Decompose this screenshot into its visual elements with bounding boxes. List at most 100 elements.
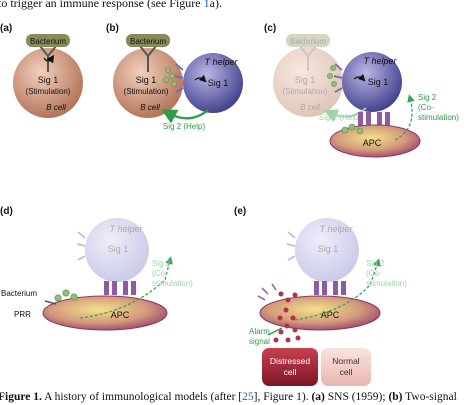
panel-d: (d) T helper Sig 1 APC Sig 2 (Co- stimul… [0, 206, 193, 331]
normal-cell-e [321, 348, 371, 386]
stimulation-label-b: (Stimulation) [124, 87, 169, 96]
t-receptors-c [333, 63, 343, 93]
receptor-pairs-d [104, 281, 136, 295]
costim-arrow-c [394, 94, 415, 141]
b-cell-receptor-b [139, 45, 157, 72]
caption-a-label: (a) [311, 391, 325, 403]
t-receptors-b [174, 63, 184, 93]
thelper-label-c: T helper [363, 56, 397, 66]
apc-e [259, 295, 381, 331]
bacterium-label-c: Bacterium [290, 37, 326, 46]
t-receptors-d [76, 231, 86, 261]
sig2-label-b: Sig 2 (Help) [163, 122, 206, 131]
bacterium-label-b: Bacterium [130, 37, 166, 46]
figure-link[interactable]: 1 [203, 0, 210, 10]
panel-a: (a) Bacterium Sig 1 (Stimulation) B cell [0, 23, 83, 118]
apc-label-c: APC [363, 138, 382, 148]
co-label-e: (Co- [366, 269, 382, 278]
sig2-label-e: Sig 2 [366, 259, 385, 268]
distressed-label-2-e: cell [284, 367, 297, 377]
sig1-label-b-bcell: Sig 1 [136, 75, 157, 85]
apc-c [329, 124, 421, 158]
thelper-label-e: T helper [319, 224, 353, 234]
sig1-arrow-b [194, 74, 207, 83]
caption-label: Figure 1. [0, 391, 42, 403]
caption-middle: ], Figure 1). [253, 391, 312, 403]
prr-label-d: PRR [14, 310, 31, 319]
bacterium-label-d: Bacterium [1, 289, 37, 298]
header-text-line: to trigger an immune response (see Figur… [0, 0, 474, 10]
caption-b-text: Two-signal [402, 391, 457, 403]
stim-label-c: stimulation) [418, 113, 459, 122]
peptide-dots-c [327, 65, 337, 87]
prr-bacteria-d [54, 289, 78, 302]
b-cell-a [13, 48, 83, 118]
sig1-label-e: Sig 1 [318, 244, 339, 254]
distressed-cell-e [262, 348, 318, 386]
sig1-label-c-bcell: Sig 1 [295, 75, 316, 85]
t-helper-e [295, 218, 359, 282]
t-helper-d [85, 218, 149, 282]
caption-a-text: SNS (1959); [324, 391, 389, 403]
thelper-label-b: T helper [204, 57, 238, 67]
panel-c: (c) Bacterium Sig 1 (Stimulation) B cell… [264, 23, 459, 158]
co-label-c: (Co- [418, 103, 434, 112]
sig1-label-b-thelper: Sig 1 [208, 78, 229, 88]
t-helper-b [183, 53, 243, 113]
panel-d-label: (d) [0, 206, 13, 217]
sig1-arrow-c [353, 73, 366, 82]
alarm-signal-molecules-e [273, 291, 301, 343]
caption-ref-link[interactable]: 25 [242, 391, 254, 403]
figure-caption: Figure 1. A history of immunological mod… [0, 391, 474, 405]
bcell-label-b: B cell [140, 103, 160, 112]
sig2-label-c: Sig 2 [418, 93, 437, 102]
sig1-label-a: Sig 1 [38, 75, 59, 85]
sig2-label-d: Sig 2 [152, 259, 171, 268]
t-receptors-e [286, 231, 296, 261]
alarm-receptors-e [257, 283, 277, 301]
panel-b-label: (b) [106, 23, 119, 34]
normal-label-1-e: Normal [332, 356, 360, 366]
alarm-label-2-e: signal [249, 337, 270, 346]
sig1-label-c-thelper: Sig 1 [368, 77, 389, 87]
b-cell-c [273, 47, 343, 117]
panel-a-label: (a) [0, 23, 12, 34]
prr-receptor-d [44, 300, 57, 305]
panel-c-label: (c) [264, 23, 276, 34]
alarm-label-1-e: Alarm [249, 327, 270, 336]
costim-arrow-e [294, 258, 381, 321]
sig1-label-d: Sig 1 [108, 244, 129, 254]
header-suffix: a). [209, 0, 222, 10]
stim-label-e: stimulation) [366, 279, 407, 288]
peptide-dots-b [163, 67, 177, 87]
t-helper-c [342, 52, 402, 112]
sig2-help-label-c: Sig 2 (Help) [319, 113, 362, 122]
bacterium-a [26, 34, 70, 47]
thelper-label-d: T helper [109, 224, 143, 234]
normal-label-2-e: cell [340, 367, 353, 377]
caption-prefix: A history of immunological models (after… [41, 391, 243, 403]
distressed-label-1-e: Distressed [270, 356, 310, 366]
costim-arrow-d [79, 256, 173, 319]
bcell-label-c: B cell [300, 103, 320, 112]
sig1-arrow-a [43, 54, 55, 64]
apc-bacteria-c [341, 123, 364, 135]
caption-b-label: (b) [388, 391, 403, 403]
stimulation-label-a: (Stimulation) [26, 87, 71, 96]
b-cell-b [113, 48, 183, 118]
bacterium-b [126, 34, 170, 47]
receptor-pairs-c [358, 112, 390, 126]
co-label-d: (Co- [152, 269, 168, 278]
panel-b: (b) Bacterium Sig 1 (Stimulation) B cell… [106, 23, 243, 131]
apc-label-d: APC [111, 310, 130, 320]
stim-label-d: stimulation) [152, 279, 193, 288]
bacterium-label-a: Bacterium [30, 37, 66, 46]
receptor-pairs-e [314, 281, 346, 295]
apc-label-e: APC [321, 310, 340, 320]
panel-e-label: (e) [234, 206, 246, 217]
b-cell-receptor-c [299, 45, 317, 71]
bacterium-c [286, 34, 330, 47]
stimulation-label-c: (Stimulation) [283, 87, 328, 96]
panel-e: (e) T helper Sig 1 APC Sig 2 (Co- stimul… [234, 206, 407, 386]
